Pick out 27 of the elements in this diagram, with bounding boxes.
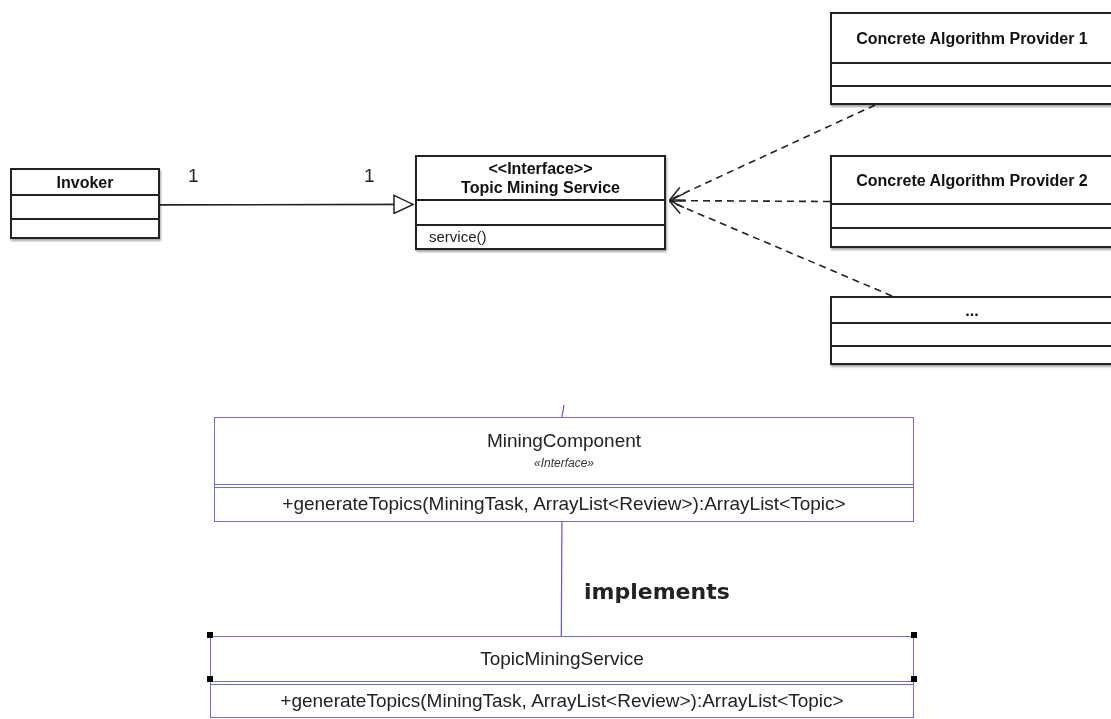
- multiplicity-label: 1: [188, 164, 199, 188]
- class-name: Concrete Algorithm Provider 2: [856, 170, 1088, 190]
- class-name: Concrete Algorithm Provider 1: [856, 28, 1088, 48]
- multiplicity-label: 1: [364, 164, 375, 188]
- dependency-arrow: [669, 104, 876, 201]
- dependency-arrow: [669, 199, 893, 297]
- class-name: ...: [965, 300, 979, 320]
- class-name: MiningComponent: [486, 429, 642, 453]
- method-text: +generateTopics(MiningTask, ArrayList<Review>):ArrayList<Topic>: [280, 688, 844, 713]
- class-name: Invoker: [56, 172, 114, 192]
- connector-line: [561, 404, 565, 418]
- class-box: [830, 296, 1111, 365]
- class-box: [415, 155, 666, 250]
- dependency-arrow: [669, 192, 831, 209]
- class-box: [830, 12, 1111, 105]
- class-box: [214, 417, 914, 522]
- connector-line: [560, 521, 563, 637]
- class-name: Topic Mining Service: [461, 178, 620, 198]
- method-text: +generateTopics(MiningTask, ArrayList<Review>):ArrayList<Topic>: [282, 492, 846, 517]
- class-box: [830, 155, 1111, 248]
- class-box: [210, 636, 914, 718]
- stereotype: «Interface»: [533, 455, 594, 472]
- class-name: <<Interface>>: [488, 159, 593, 179]
- class-box: [10, 168, 160, 239]
- method-text: service(): [429, 226, 487, 247]
- association-arrow: [159, 194, 414, 215]
- class-name: TopicMiningService: [480, 647, 644, 671]
